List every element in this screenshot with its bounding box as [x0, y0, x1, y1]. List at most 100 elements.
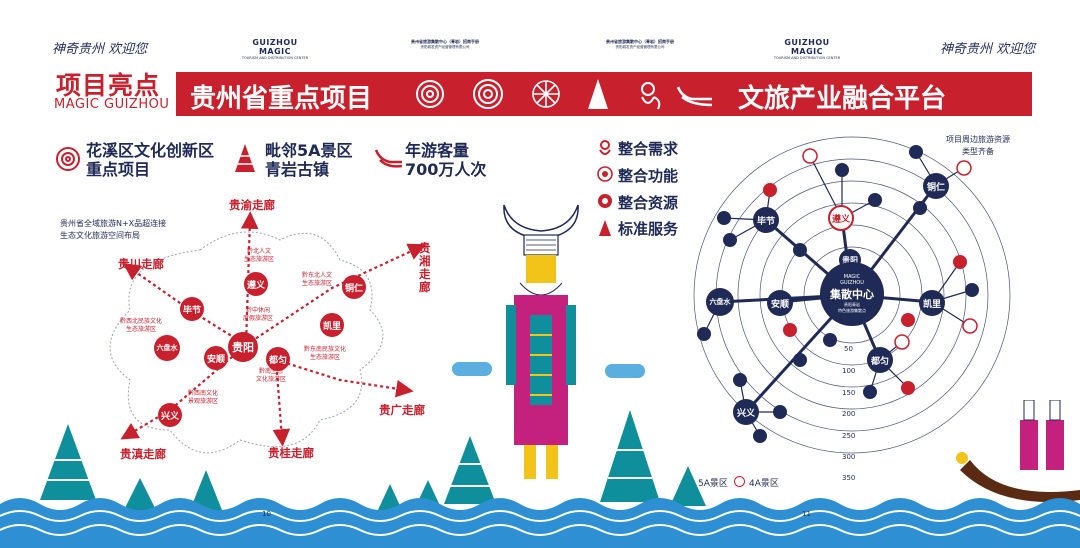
- guide-left: 贵州省旅游集散中心（青岩）招商手册 贵阳城发资产经营管理有限公司: [395, 39, 495, 50]
- banner-left-text: 贵州省重点项目: [190, 84, 373, 114]
- miao-figure-illustration: [503, 204, 579, 479]
- necklace: [519, 282, 563, 296]
- left-map-note-line2: 生态文化旅游空间布局: [60, 231, 140, 240]
- ring-7: [693, 136, 1011, 454]
- corridor-xiang: 贵湘走廊: [419, 241, 431, 294]
- highlight-district: 花溪区文化创新区 重点项目: [86, 141, 214, 179]
- guide-left-org: 贵阳城发资产经营管理有限公司: [420, 45, 470, 49]
- legend-4a-swatch: [734, 476, 745, 487]
- drum-tower-icon: [588, 79, 608, 109]
- logo-right: 神奇贵州 欢迎您: [940, 42, 1036, 57]
- brand-right: GUIZHOU MAGIC TOURISM AND DISTRIBUTION C…: [768, 38, 846, 60]
- side-item-resource: 整合资源: [618, 194, 679, 212]
- page-title: 项目亮点: [56, 71, 161, 100]
- highlight-scenic-line1: 毗邻5A景区: [265, 141, 353, 160]
- cloud-right: [605, 364, 645, 378]
- guide-right-org: 贵阳城发资产经营管理有限公司: [615, 45, 665, 49]
- dragon-boat: [956, 452, 1080, 502]
- city-anshun: 安顺: [204, 346, 228, 370]
- highlight-scenic-line2: 青岩古镇: [265, 160, 330, 179]
- corridor-yu: 贵渝走廊: [229, 198, 275, 212]
- right-note: 项目周边旅游资源 类型齐备: [946, 134, 1010, 158]
- banner: 贵州省重点项目 文旅产业融合平台: [176, 72, 1032, 116]
- sun-pattern-icon: [473, 79, 503, 109]
- bottom-decoration: [0, 400, 1080, 548]
- guide-right: 贵州省旅游集散中心（青岩）招商手册 贵阳城发资产经营管理有限公司: [590, 39, 690, 50]
- drum-tower-highlight-icon: [235, 144, 255, 172]
- city-bijie: 毕节: [180, 297, 204, 321]
- city-tongren: 铜仁: [342, 275, 366, 299]
- highlight-district-line2: 重点项目: [86, 160, 151, 179]
- rosette-list-icon: [598, 194, 612, 208]
- route-guiyang-gui: [272, 359, 291, 447]
- banner-icons: [416, 79, 713, 110]
- highlight-visitors-line1: 年游客量: [405, 141, 470, 160]
- side-item-function: 整合功能: [618, 167, 679, 185]
- rosette-icon: [532, 80, 560, 108]
- guide-left-title: 贵州省旅游集散中心（青岩）招商手册: [411, 39, 479, 44]
- corridor-chuan: 贵川走廊: [118, 257, 164, 271]
- ring-5: [737, 180, 967, 410]
- highlight-scenic: 毗邻5A景区 青岩古镇: [265, 141, 353, 179]
- highlight-visitors-line2: 700万人次: [405, 160, 487, 179]
- logo-left: 神奇贵州 欢迎您: [52, 42, 148, 57]
- swirl-icon: [416, 80, 444, 108]
- city-duyun: 都匀: [266, 347, 290, 371]
- brand-left-subtitle: TOURISM AND DISTRIBUTION CENTER: [241, 56, 309, 60]
- page-number-right: 11: [802, 510, 811, 518]
- left-map-note-line1: 贵州省全域旅游N+X品超连接: [60, 219, 167, 228]
- province-outline: [109, 231, 384, 454]
- highlight-visitors: 年游客量 700万人次: [405, 141, 486, 179]
- hub-sub2: 特色旅游集散点: [838, 308, 866, 313]
- spoke-xingyi: 兴义: [733, 399, 759, 425]
- brand-left-title: GUIZHOU MAGIC: [252, 38, 298, 56]
- zone-qiandongnan: 黔东南民族文化 生态旅游区: [304, 346, 347, 361]
- corridor-gui: 贵桂走廊: [268, 446, 314, 460]
- ring-label-300: 300: [842, 453, 856, 461]
- drum-towers: [40, 410, 706, 510]
- corridor-dian: 贵滇走廊: [120, 447, 166, 461]
- zone-qiannan: 黔南生态 文化旅游区: [256, 368, 287, 383]
- city-kaili: 凯里: [320, 313, 344, 337]
- zone-qianxinan: 黔西南文化 景观旅游区: [188, 390, 219, 405]
- horn-headdress: [503, 204, 579, 240]
- page-title-en: MAGIC GUIZHOU: [54, 97, 170, 112]
- spoke-duyun: 都匀: [867, 347, 893, 373]
- page-number-left: 10: [262, 510, 271, 518]
- ring-4: [759, 202, 945, 388]
- zone-qiandongbei: 黔东北人文 生态旅游区: [302, 272, 333, 287]
- hub-en1: MAGIC: [843, 274, 861, 280]
- cloud-left: [452, 362, 492, 376]
- highlight-district-line1: 花溪区文化创新区: [86, 141, 215, 160]
- city-guiyang: 贵阳: [228, 332, 258, 362]
- monkey-icon: [641, 82, 661, 110]
- monkey-list-icon: [599, 140, 611, 155]
- route-guiyang-xiang: [245, 243, 426, 346]
- brand-right-title: GUIZHOU MAGIC: [784, 38, 830, 56]
- waves: [0, 498, 1080, 548]
- dragon-boat-icon: [676, 86, 713, 107]
- route-guiyang-guang: [269, 356, 414, 398]
- side-item-demand: 整合需求: [618, 140, 679, 158]
- legend-4a-label: 4A景区: [749, 479, 779, 489]
- spoke-zunyi: 遵义: [828, 205, 854, 231]
- hub-sub1: 贵阳青岩: [844, 302, 860, 307]
- scenic-dots: [697, 145, 979, 443]
- zone-qianzhong: 黔中休闲 度假旅游区: [243, 307, 274, 322]
- hub-center: MAGIC GUIZHOU 集散中心 贵阳青岩 特色旅游集散点: [820, 262, 884, 326]
- dragon-boat-highlight-icon: [374, 149, 403, 168]
- side-item-service: 标准服务: [618, 220, 679, 238]
- tower-list-icon: [599, 220, 611, 236]
- small-miao-figures: [1020, 400, 1064, 470]
- sun-list-icon: [597, 166, 613, 182]
- guide-right-title: 贵州省旅游集散中心（青岩）招商手册: [606, 39, 674, 44]
- swirl-highlight-icon: [56, 147, 80, 171]
- zone-qianbei: 黔北人文 生态旅游区: [244, 248, 275, 263]
- ring-label-100: 100: [842, 367, 856, 375]
- ring-label-150: 150: [842, 389, 856, 397]
- banner-right-text: 文旅产业融合平台: [738, 84, 947, 114]
- zone-qianxibei: 黔西北民族文化 生态旅游区: [120, 318, 163, 333]
- hub-en2: GUIZHOU: [840, 280, 864, 286]
- right-note-line1: 项目周边旅游资源: [946, 135, 1010, 144]
- city-liupanshui: 六盘水: [154, 335, 180, 361]
